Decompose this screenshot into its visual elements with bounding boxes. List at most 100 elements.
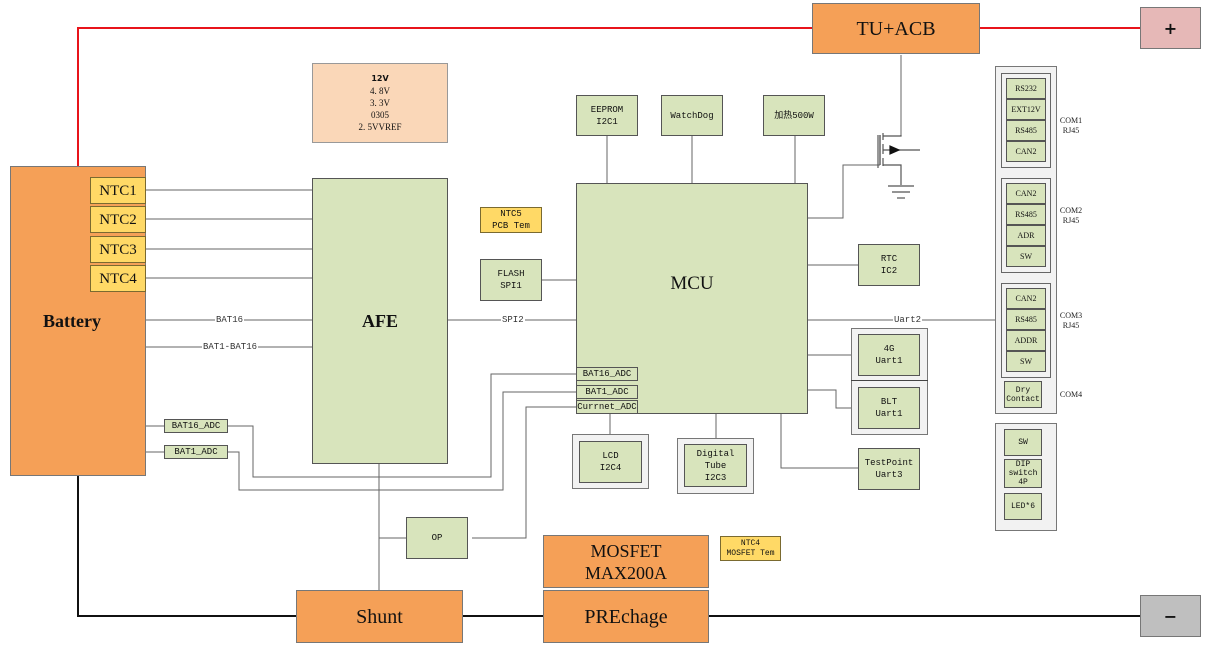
- supply-lines: 4. 8V 3. 3V 0305 2. 5VVREF: [358, 86, 402, 132]
- com2-item: ADR: [1006, 225, 1046, 246]
- ntc3-label: NTC3: [99, 241, 137, 258]
- bat1-adc-port-label: BAT1_ADC: [585, 387, 629, 397]
- watchdog-block: WatchDog: [661, 95, 723, 136]
- precharge-block: PREchage: [543, 590, 709, 643]
- com2-item-label: CAN2: [1015, 188, 1037, 198]
- com1-item-label: RS485: [1015, 125, 1037, 135]
- bat1-bat16-signal-label: BAT1-BAT16: [202, 342, 259, 352]
- com1-item: RS232: [1006, 78, 1046, 99]
- com3-item-label: RS485: [1015, 314, 1037, 324]
- ui-sw-label: SW: [1018, 438, 1028, 447]
- wireless-divider: [851, 380, 928, 381]
- com2-item-label: SW: [1020, 251, 1032, 261]
- com2-item: CAN2: [1006, 183, 1046, 204]
- negative-bus-wire: [77, 476, 296, 617]
- com3-item-label: ADDR: [1014, 335, 1038, 345]
- com4-label: COM4: [1059, 390, 1083, 399]
- blt-block: BLT Uart1: [858, 387, 920, 429]
- com3-item: RS485: [1006, 309, 1046, 330]
- flash-block: FLASH SPI1: [480, 259, 542, 301]
- ntc4-mosfet-block: NTC4 MOSFET Tem: [720, 536, 781, 561]
- ntc3-block: NTC3: [90, 236, 146, 263]
- lcd-label: LCD I2C4: [599, 451, 622, 473]
- com3-item-label: SW: [1020, 356, 1032, 366]
- rtc-block: RTC IC2: [858, 244, 920, 286]
- com2-label: COM2 RJ45: [1059, 206, 1083, 225]
- shunt-label: Shunt: [356, 605, 403, 628]
- bat1-adc-block: BAT1_ADC: [164, 445, 228, 459]
- negative-terminal: −: [1140, 595, 1201, 637]
- eeprom-block: EEPROM I2C1: [576, 95, 638, 136]
- dry-contact-block: Dry Contact: [1004, 381, 1042, 408]
- com2-frame: [1001, 178, 1051, 273]
- current-adc-port: Currnet_ADC: [576, 400, 638, 414]
- com1-item: RS485: [1006, 120, 1046, 141]
- eeprom-label: EEPROM I2C1: [590, 104, 624, 127]
- com2-item-label: ADR: [1017, 230, 1035, 240]
- heater-label: 加热500W: [774, 110, 814, 121]
- ntc4-mosfet-label: NTC4 MOSFET Tem: [726, 538, 775, 558]
- com1-item-label: RS232: [1015, 83, 1037, 93]
- bat1-adc-label: BAT1_ADC: [174, 447, 218, 457]
- positive-terminal: +: [1140, 7, 1201, 49]
- op-label: OP: [431, 533, 443, 543]
- bat1-adc-route: [228, 391, 576, 491]
- bat16-adc-block: BAT16_ADC: [164, 419, 228, 433]
- com2-item: SW: [1006, 246, 1046, 267]
- dip-switch-block: DIP switch 4P: [1004, 459, 1042, 488]
- tu-acb-block: TU+ACB: [812, 3, 980, 54]
- precharge-label: PREchage: [584, 605, 668, 628]
- power-supply-box: 12V 4. 8V 3. 3V 0305 2. 5VVREF: [312, 63, 448, 143]
- testpoint-wire: [780, 414, 858, 469]
- current-adc-route: [472, 406, 576, 539]
- rtc-label: RTC IC2: [880, 254, 898, 276]
- led-label: LED*6: [1010, 502, 1035, 511]
- mosfet-block: MOSFET MAX200A: [543, 535, 709, 588]
- uart2-signal-label: Uart2: [893, 315, 923, 325]
- ntc1-block: NTC1: [90, 177, 146, 204]
- com3-item: SW: [1006, 351, 1046, 372]
- mosfet-label: MOSFET MAX200A: [584, 540, 667, 583]
- ntc5-label: NTC5 PCB Tem: [492, 209, 530, 231]
- dip-switch-label: DIP switch 4P: [1008, 460, 1038, 487]
- ntc5-block: NTC5 PCB Tem: [480, 207, 542, 233]
- tu-acb-label: TU+ACB: [856, 17, 936, 40]
- afe-block: AFE: [312, 178, 448, 464]
- ui-sw-block: SW: [1004, 429, 1042, 456]
- heater-block: 加热500W: [763, 95, 825, 136]
- com3-frame: [1001, 283, 1051, 378]
- led-block: LED*6: [1004, 493, 1042, 520]
- bat16-adc-port-label: BAT16_ADC: [582, 369, 632, 379]
- digital-tube-label: Digital Tube I2C3: [696, 448, 735, 483]
- minus-icon: −: [1163, 606, 1178, 626]
- shunt-block: Shunt: [296, 590, 463, 643]
- bat16-signal-label: BAT16: [215, 315, 245, 325]
- testpoint-label: TestPoint Uart3: [864, 458, 914, 480]
- bat16-adc-route: [228, 373, 576, 478]
- ntc2-block: NTC2: [90, 206, 146, 233]
- 4g-label: 4G Uart1: [875, 344, 903, 366]
- bat1-adc-port: BAT1_ADC: [576, 385, 638, 399]
- blt-label: BLT Uart1: [875, 397, 903, 419]
- ntc4-block: NTC4: [90, 265, 146, 292]
- 4g-block: 4G Uart1: [858, 334, 920, 376]
- mosfet-gate-wire: [808, 164, 880, 219]
- ntc1-label: NTC1: [99, 182, 137, 199]
- ntc2-label: NTC2: [99, 211, 137, 228]
- testpoint-block: TestPoint Uart3: [858, 448, 920, 490]
- current-adc-port-label: Currnet_ADC: [577, 402, 637, 412]
- mosfet-symbol: [877, 133, 920, 199]
- com3-item: ADDR: [1006, 330, 1046, 351]
- supply-title: 12V: [371, 74, 389, 83]
- com1-label: COM1 RJ45: [1059, 116, 1083, 135]
- digital-tube-block: Digital Tube I2C3: [684, 444, 747, 487]
- flash-label: FLASH SPI1: [497, 269, 525, 291]
- com1-frame: [1001, 73, 1051, 168]
- com1-item-label: EXT12V: [1011, 104, 1041, 114]
- com2-item: RS485: [1006, 204, 1046, 225]
- com3-label: COM3 RJ45: [1059, 311, 1083, 330]
- battery-label: Battery: [43, 311, 101, 331]
- plus-icon: +: [1163, 18, 1178, 38]
- com1-item-label: CAN2: [1015, 146, 1037, 156]
